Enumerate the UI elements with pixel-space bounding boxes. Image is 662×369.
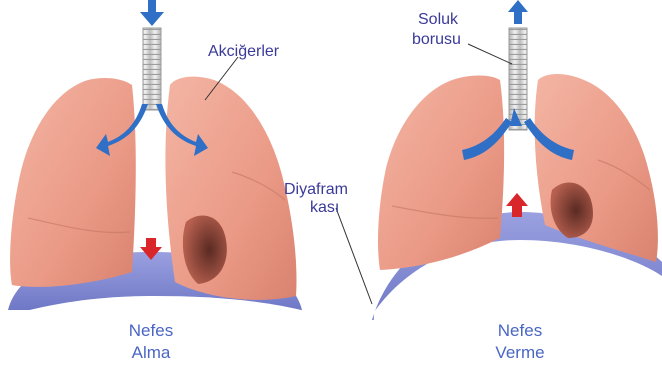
trachea-label-line2: borusu <box>412 30 461 49</box>
lungs-label: Akciğerler <box>208 42 279 61</box>
left-lung <box>10 78 136 287</box>
inhale-caption-line2: Alma <box>91 342 211 364</box>
exhale-panel <box>372 0 662 369</box>
left-lung <box>378 76 504 271</box>
trachea-label-line1: Soluk <box>418 10 458 29</box>
diaphragm-label-line1: Diyafram <box>284 180 348 199</box>
trachea <box>509 28 527 130</box>
right-lung <box>165 77 296 300</box>
exhale-caption: Nefes Verme <box>460 320 580 364</box>
inhale-caption: Nefes Alma <box>91 320 211 364</box>
diaphragm-label-line2: kası <box>310 198 339 217</box>
exhale-caption-line2: Verme <box>460 342 580 364</box>
inhale-caption-line1: Nefes <box>91 320 211 342</box>
trachea <box>143 28 161 110</box>
exhale-caption-line1: Nefes <box>460 320 580 342</box>
